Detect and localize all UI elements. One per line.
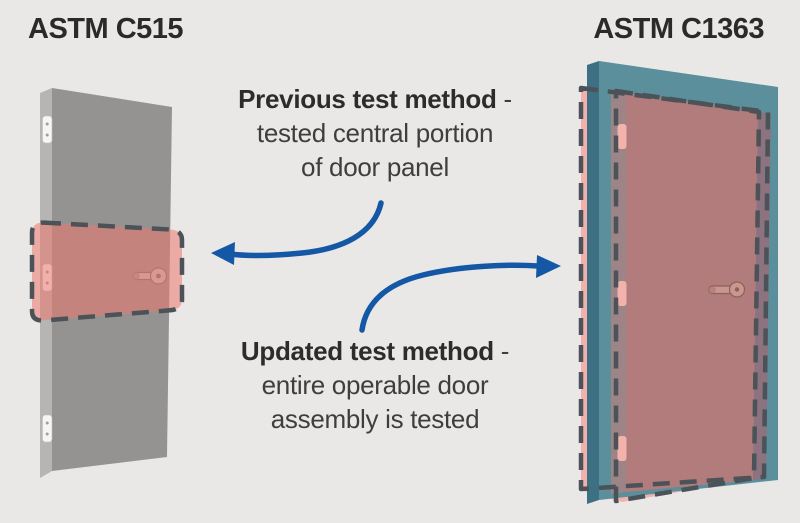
arrow-previous-to-left-door (211, 200, 384, 265)
callout-previous-separator: - (496, 84, 512, 114)
right-assembly-dashed-outline (578, 85, 771, 492)
left-door-hinge-top (42, 115, 53, 144)
title-astm-c515: ASTM C515 (28, 13, 184, 45)
title-astm-c1363: ASTM C1363 (593, 13, 764, 45)
callout-updated-line-1: entire operable door (261, 370, 489, 400)
right-door-panel-dashed-outline (613, 88, 762, 504)
callout-updated-heading-line: Updated test method - (208, 334, 542, 368)
arrow-previous-head (211, 242, 235, 265)
callout-previous-line-2: of door panel (301, 152, 449, 182)
left-door-hinge-bottom (42, 414, 53, 443)
arrow-updated-to-right-door (359, 255, 561, 333)
right-door-hinge-middle (617, 281, 627, 306)
right-door-panel-face (626, 93, 758, 492)
left-test-band-dashed-outline (29, 220, 185, 323)
callout-updated-test-method: Updated test method - entire operable do… (208, 334, 542, 436)
right-frame-edge (587, 61, 599, 504)
callout-previous-heading-line: Previous test method - (208, 82, 542, 116)
callout-updated-separator: - (493, 336, 510, 366)
callout-updated-line-2: assembly is tested (270, 404, 480, 434)
arrow-previous-curve (227, 200, 384, 259)
callout-previous-line-1: tested central portion (256, 118, 494, 148)
right-door-handle-icon (708, 281, 746, 298)
right-assembly-group (578, 61, 778, 504)
right-door-hinge-bottom (617, 436, 627, 461)
arrow-updated-curve (359, 262, 541, 333)
left-test-band-highlight (32, 222, 182, 321)
arrow-updated-head (536, 255, 561, 278)
callout-previous-test-method: Previous test method - tested central po… (208, 82, 542, 184)
callout-updated-heading: Updated test method (240, 336, 494, 366)
left-door-group (29, 88, 185, 478)
callout-previous-heading: Previous test method (238, 84, 497, 114)
right-door-hinge-top (617, 124, 627, 149)
